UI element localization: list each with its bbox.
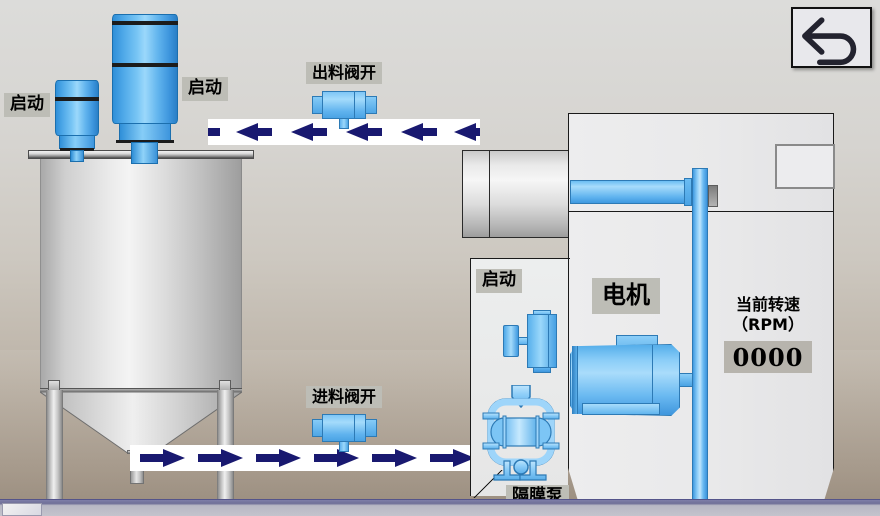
drive-disc-hub [708, 185, 718, 207]
feed-valve-actuator [322, 414, 366, 442]
motor-base-plate [582, 403, 660, 415]
drive-shaft [570, 180, 696, 204]
electric-motor [560, 335, 693, 417]
inlet-duct [462, 150, 570, 238]
back-arrow-icon [802, 17, 857, 66]
feed-valve-label[interactable]: 进料阀开 [306, 386, 383, 409]
discharge-flow-arrows [208, 123, 480, 141]
agitator-motor-large [112, 14, 178, 164]
tank-shell [40, 159, 242, 389]
gearbox-coupling [503, 310, 561, 373]
discharge-valve-stem [339, 119, 349, 129]
start-button-agitator-large[interactable]: 启动 [182, 77, 228, 101]
agitator-large-band-top [112, 21, 178, 25]
feed-valve[interactable] [312, 414, 378, 454]
discharge-valve[interactable] [312, 91, 378, 131]
feed-flow-arrows [140, 449, 475, 467]
agitator-small-flange [60, 148, 94, 151]
discharge-valve-ear-right [365, 96, 377, 114]
feed-valve-ear-right [365, 419, 377, 437]
rpm-value-display: 0000 [724, 341, 812, 373]
tank-leg-left [46, 390, 63, 516]
drive-belt-disc [692, 168, 708, 503]
feed-valve-stem [339, 442, 349, 452]
feed-flow-band [130, 445, 485, 471]
agitator-large-body [112, 14, 178, 124]
gearbox-cap-bottom [533, 367, 551, 373]
rpm-label-line1: 当前转速 [735, 295, 800, 314]
motor-label: 电机 [592, 278, 660, 314]
diaphragm-pump-icon [482, 385, 560, 481]
agitator-large-band-mid [112, 63, 178, 67]
duct-ring [489, 151, 490, 237]
tank-bottom-rim [40, 388, 242, 392]
gearbox-side-housing [503, 325, 519, 357]
drive-shaft-collar [684, 178, 692, 206]
discharge-valve-actuator [322, 91, 366, 119]
feed-valve-seam [354, 414, 355, 442]
gearbox-body [527, 314, 557, 368]
gearbox-seam [548, 314, 549, 368]
agitator-small-band [55, 97, 99, 101]
start-menu-button[interactable] [2, 503, 42, 516]
agitator-small-taper [59, 135, 95, 149]
rpm-label-line2: （RPM） [732, 315, 804, 334]
taskbar[interactable] [0, 499, 880, 516]
motor-shaft-nose [679, 373, 693, 387]
enclosure-display-panel[interactable] [775, 144, 835, 189]
rpm-readout-group: 当前转速 （RPM） 0000 [716, 295, 820, 373]
back-button[interactable] [791, 7, 872, 68]
mixing-tank [20, 150, 260, 516]
discharge-valve-label[interactable]: 出料阀开 [306, 62, 383, 85]
discharge-valve-seam [354, 91, 355, 119]
diaphragm-pump [478, 385, 566, 493]
agitator-large-taper [118, 123, 172, 141]
agitator-small-shaft [70, 150, 84, 162]
inner-bay-wall [470, 258, 471, 496]
motor-end-cap [572, 346, 578, 414]
start-button-agitator-small[interactable]: 启动 [4, 93, 50, 117]
start-button-motor[interactable]: 启动 [476, 269, 522, 293]
motor-rib [652, 345, 653, 415]
agitator-motor-small [55, 80, 99, 162]
rpm-label: 当前转速 （RPM） [716, 295, 820, 335]
agitator-large-flange [116, 140, 174, 143]
agitator-large-shaft [131, 142, 158, 164]
agitator-small-body [55, 80, 99, 136]
inner-bay-floor [470, 258, 570, 259]
